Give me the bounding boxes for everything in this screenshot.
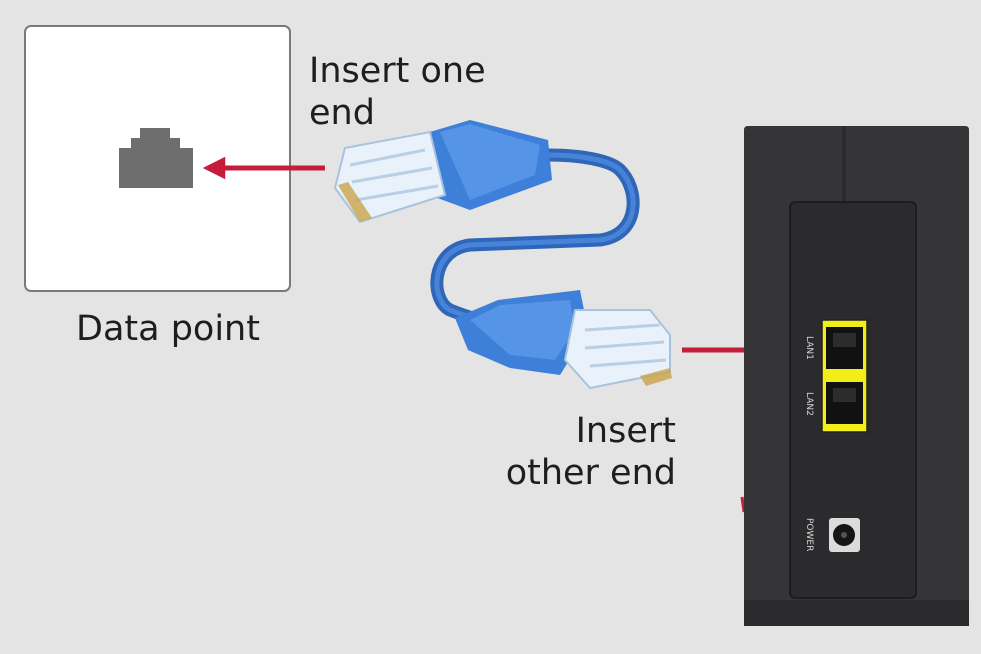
insert-other-end-label: Insert other end	[506, 410, 676, 494]
power-socket-icon	[829, 518, 860, 552]
insert-other-end-line-2: other end	[505, 453, 676, 493]
lan1-port-label: LAN1	[804, 336, 814, 360]
insert-one-end-line-2: end	[309, 93, 375, 133]
ethernet-socket-icon	[119, 128, 193, 188]
ethernet-cable	[333, 120, 672, 390]
arrow-fragment	[740, 496, 746, 513]
rj45-connector-top	[333, 120, 552, 224]
router-device: LAN1 LAN2 POWER	[744, 126, 969, 626]
insert-one-end-label: Insert one end	[309, 50, 486, 134]
rj45-connector-bottom	[455, 290, 672, 390]
insert-other-end-line-1: Insert	[575, 411, 676, 451]
lan2-port-label: LAN2	[804, 392, 814, 416]
insert-one-end-line-1: Insert one	[309, 51, 486, 91]
data-point-label: Data point	[76, 309, 260, 349]
data-point-wall-plate	[24, 25, 291, 292]
power-port-label: POWER	[804, 518, 814, 551]
lan-ports-panel	[821, 319, 868, 433]
